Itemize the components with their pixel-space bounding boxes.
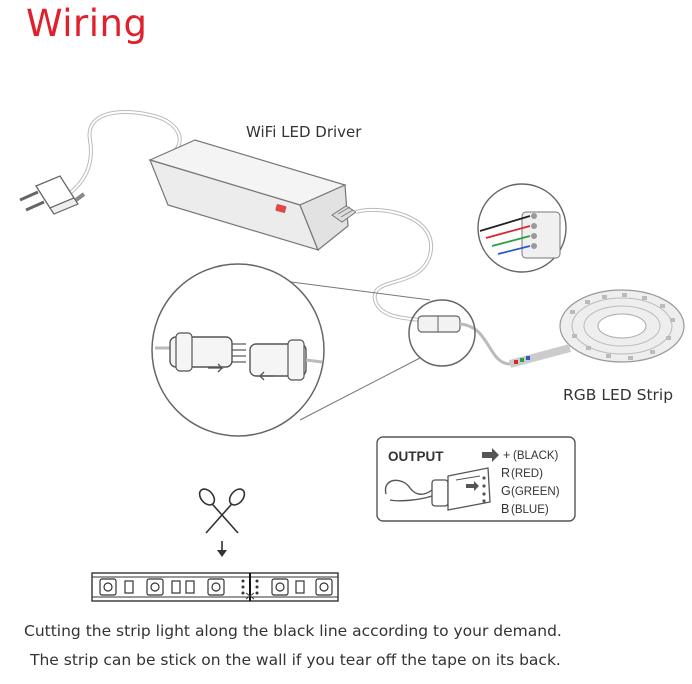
led-strip-segment bbox=[91, 572, 339, 602]
pin-r-name: (RED) bbox=[511, 468, 543, 480]
wifi-led-driver-box bbox=[148, 139, 357, 251]
scissors-icon bbox=[198, 488, 246, 534]
connector-highlight-circle bbox=[408, 299, 476, 367]
driver-label: WiFi LED Driver bbox=[246, 123, 362, 141]
pin-plus-name: (BLACK) bbox=[513, 450, 559, 462]
led-strip-reel bbox=[508, 289, 685, 368]
caption-tape: The strip can be stick on the wall if yo… bbox=[30, 651, 561, 669]
pin-g-name: (GREEN) bbox=[511, 486, 560, 498]
pin-r: R bbox=[501, 466, 510, 480]
pin-g: G bbox=[501, 484, 511, 498]
strip-led-chips bbox=[99, 578, 333, 596]
small-connector bbox=[417, 315, 511, 366]
caption-cutting: Cutting the strip light along the black … bbox=[24, 622, 562, 640]
output-box: OUTPUT + (BLACK) R (RED) G (GREEN) B (BL… bbox=[376, 436, 576, 522]
output-cable bbox=[355, 207, 434, 322]
page-title: Wiring bbox=[26, 2, 148, 45]
pin-b-name: (BLUE) bbox=[511, 504, 549, 516]
output-heading: OUTPUT bbox=[388, 449, 444, 464]
power-plug-icon bbox=[19, 175, 86, 215]
down-arrow-icon bbox=[217, 541, 227, 557]
pin-plus: + bbox=[503, 448, 510, 462]
pin-b: B bbox=[501, 502, 509, 516]
strip-label: RGB LED Strip bbox=[563, 386, 674, 404]
pin-detail-circle bbox=[477, 183, 567, 273]
magnified-connector-view bbox=[151, 263, 325, 437]
